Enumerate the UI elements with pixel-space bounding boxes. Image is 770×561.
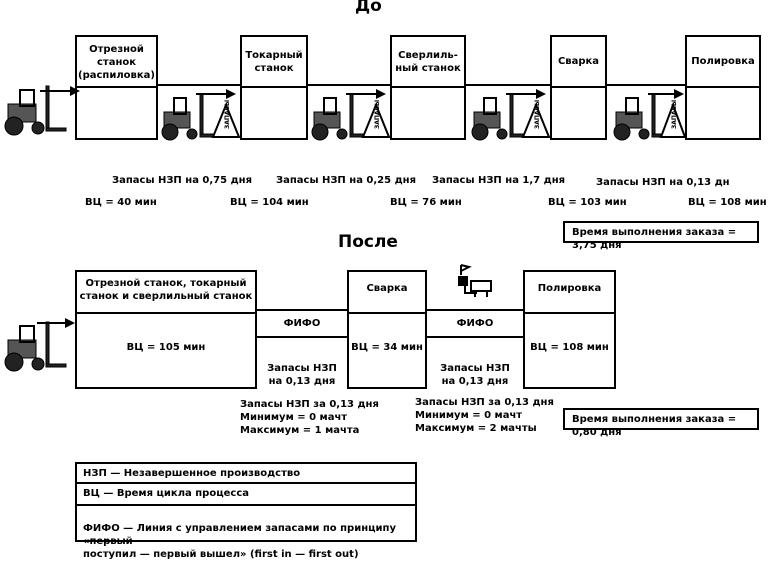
inventory-triangle-icon: ЗАПАСЫ — [521, 100, 551, 138]
forklift-icon — [4, 321, 67, 372]
svg-text:ЗАПАСЫ: ЗАПАСЫ — [671, 100, 678, 129]
inventory-label: Запасы НЗП на 0,25 дня — [276, 175, 416, 186]
connector-line — [308, 84, 390, 86]
svg-text:ЗАПАСЫ: ЗАПАСЫ — [534, 100, 541, 129]
fifo-inventory-label: Запасы НЗП на 0,13 дня — [267, 363, 337, 387]
forklift-icon — [311, 93, 367, 141]
cycle-time-label: ВЦ = 34 мин — [351, 342, 423, 353]
cycle-time-label: ВЦ = 108 мин — [688, 197, 767, 208]
cycle-time-label: ВЦ = 105 мин — [126, 342, 206, 353]
process-box-polishing: Полировка — [685, 35, 761, 140]
process-label-welding-after: Сварка — [366, 283, 408, 294]
legend-item: НЗП — Незавершенное производство — [75, 462, 417, 484]
fifo-lane-bottom — [427, 336, 523, 338]
forklift-icon — [471, 93, 527, 141]
process-label-polishing-after: Полировка — [537, 283, 602, 294]
inventory-triangle-icon: ЗАПАСЫ — [361, 100, 391, 138]
cycle-time-label: ВЦ = 103 мин — [548, 197, 627, 208]
before-title: До — [355, 0, 382, 16]
arrow-icon — [40, 86, 80, 96]
lead-time-box-after: Время выполнения заказа = 0,80 дня — [563, 408, 759, 438]
process-box-polishing-after: Полировка ВЦ = 108 мин — [523, 270, 616, 389]
process-box-drilling: Сверлиль- ный станок — [390, 35, 466, 140]
process-label-combined: Отрезной станок, токарный станок и сверл… — [79, 278, 253, 302]
fifo-inventory-label: Запасы НЗП на 0,13 дня — [440, 363, 510, 387]
fifo-lane-bottom — [257, 336, 347, 338]
legend-text: ВЦ — Время цикла процесса — [83, 488, 249, 499]
fifo-label: ФИФО — [456, 318, 494, 329]
fifo-limits: Запасы НЗП за 0,13 дня Минимум = 0 мачт … — [240, 399, 379, 436]
arrow-icon — [196, 89, 236, 99]
fifo-limits: Запасы НЗП за 0,13 дня Минимум = 0 мачт … — [415, 397, 554, 434]
worker-icon — [458, 264, 492, 297]
cycle-time-label: ВЦ = 76 мин — [390, 197, 462, 208]
connector-line — [158, 84, 240, 86]
svg-text:ЗАПАСЫ: ЗАПАСЫ — [224, 100, 231, 129]
inventory-label: Запасы НЗП на 1,7 дня — [432, 175, 566, 186]
process-label-turning: Токарный станок — [245, 50, 303, 74]
lead-time-text: Время выполнения заказа = 0,80 дня — [572, 414, 737, 438]
process-label-welding: Сварка — [557, 56, 600, 67]
legend-text: ФИФО — Линия с управлением запасами по п… — [83, 523, 396, 560]
legend-item: ФИФО — Линия с управлением запасами по п… — [75, 506, 417, 560]
inventory-label: Запасы НЗП на 0,13 дн — [596, 177, 730, 188]
fifo-lane-top — [257, 309, 347, 311]
forklift-icon — [161, 93, 217, 141]
legend-item: ВЦ — Время цикла процесса — [75, 484, 417, 506]
arrow-icon — [506, 89, 546, 99]
forklift-icon — [4, 85, 67, 136]
process-label-polishing: Полировка — [691, 56, 755, 67]
legend-text: НЗП — Незавершенное производство — [83, 468, 301, 479]
process-label-cutting: Отрезной станок (распиловка) — [78, 44, 155, 81]
process-box-turning: Токарный станок — [240, 35, 308, 140]
lead-time-box-before: Время выполнения заказа = 3,75 дня — [563, 221, 759, 251]
inventory-label: Запасы НЗП на 0,75 дня — [112, 175, 252, 186]
cycle-time-label: ВЦ = 40 мин — [85, 197, 157, 208]
fifo-lane-top — [427, 309, 523, 311]
process-box-cutting: Отрезной станок (распиловка) — [75, 35, 158, 140]
lead-time-text: Время выполнения заказа = 3,75 дня — [572, 227, 737, 251]
cycle-time-label: ВЦ = 104 мин — [230, 197, 309, 208]
inventory-triangle-icon: ЗАПАСЫ — [659, 100, 687, 138]
process-box-welding-after: Сварка ВЦ = 34 мин — [347, 270, 427, 389]
arrow-icon — [346, 89, 386, 99]
arrow-icon — [648, 89, 684, 99]
svg-text:ЗАПАСЫ: ЗАПАСЫ — [374, 100, 381, 129]
forklift-icon — [613, 93, 669, 141]
after-title: После — [338, 232, 398, 252]
process-label-drilling: Сверлиль- ный станок — [395, 50, 461, 74]
process-box-combined: Отрезной станок, токарный станок и сверл… — [75, 270, 257, 389]
fifo-label: ФИФО — [283, 318, 321, 329]
arrow-icon — [37, 318, 75, 328]
process-box-welding: Сварка — [550, 35, 607, 140]
connector-line — [466, 84, 550, 86]
cycle-time-label: ВЦ = 108 мин — [530, 342, 609, 353]
connector-line — [607, 84, 685, 86]
inventory-triangle-icon: ЗАПАСЫ — [211, 100, 241, 138]
